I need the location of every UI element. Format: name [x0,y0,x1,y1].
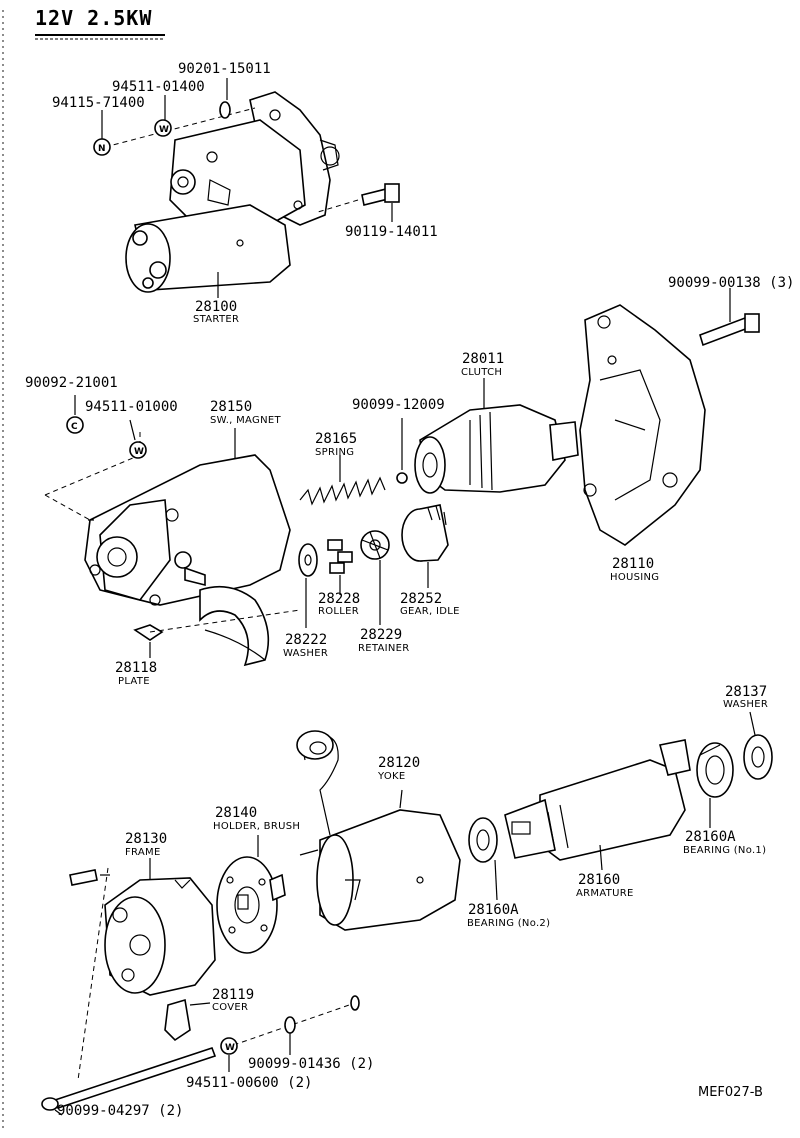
armature-part [504,739,691,861]
part-name-armature: ARMATURE [576,888,634,899]
part-number-28160: 28160 [578,872,621,888]
part-number-28252: 28252 [400,591,443,607]
part-number-90099-04297: 90099-04297 (2) [57,1103,184,1119]
screw-frame [69,869,98,886]
part-number-94511-01400: 94511-01400 [112,79,205,95]
part-name-plate: PLATE [118,676,150,687]
part-name-yoke: YOKE [378,771,406,782]
washer-28137 [743,734,773,780]
part-number-28110: 28110 [612,556,655,572]
bolt-90099-00138 [699,316,749,347]
washer-28222 [298,543,318,577]
part-name-spring: SPRING [315,447,355,458]
part-name-retainer: RETAINER [358,643,410,654]
part-name-gear-idle: GEAR, IDLE [400,606,460,617]
part-number-28118: 28118 [115,660,158,676]
roller-part [327,539,353,574]
part-number-28222: 28222 [285,632,328,648]
part-number-28160a-no1: 28160A [685,829,736,845]
retainer-part [360,530,390,560]
part-name-frame: FRAME [125,847,161,858]
washer-94511-00600-icon [220,1037,238,1055]
part-number-90119-14011: 90119-14011 [345,224,438,240]
part-number-28165: 28165 [315,431,358,447]
washer-mark-1: W [159,125,169,135]
part-number-94511-00600: 94511-00600 (2) [186,1075,313,1091]
part-number-28137: 28137 [725,684,768,700]
part-number-28228: 28228 [318,591,361,607]
part-name-cover: COVER [212,1002,249,1013]
washer-90201-15011 [219,101,231,119]
part-name-roller: ROLLER [318,606,360,617]
diagram-title: 12V 2.5KW [35,6,153,30]
starter-leader-2 [317,199,359,213]
diagram-reference-code: MEF027-B [698,1085,763,1100]
part-number-28100: 28100 [195,299,238,315]
washer-94511-01400-icon [154,119,172,137]
part-number-28150: 28150 [210,399,253,415]
part-name-sw-magnet: SW., MAGNET [210,415,281,426]
idle-gear-part [401,504,449,562]
clutch-part [414,404,579,494]
frame-part [104,877,216,996]
part-number-28011: 28011 [462,351,505,367]
part-name-bearing-no1: BEARING (No.1) [683,845,767,856]
part-number-28130: 28130 [125,831,168,847]
washer-mark-2: W [134,447,144,457]
part-number-90099-01436: 90099-01436 (2) [248,1056,375,1072]
part-name-housing: HOUSING [610,572,660,583]
part-name-holder-brush: HOLDER, BRUSH [213,821,301,832]
switch-leader [44,454,141,521]
bearing-no2-part [468,817,498,863]
part-number-90099-00138: 90099-00138 (3) [668,275,795,291]
washer-94511-01000-icon [129,441,147,459]
cap-90092-21001-icon [66,416,84,434]
part-number-94115-71400: 94115-71400 [52,95,145,111]
spring-part [299,476,386,506]
part-number-90099-12009: 90099-12009 [352,397,445,413]
cover-part [164,998,191,1042]
part-number-28140: 28140 [215,805,258,821]
yoke-part [296,730,461,931]
part-name-washer: WASHER [283,648,329,659]
part-number-90201-15011: 90201-15011 [178,61,271,77]
part-name-clutch: CLUTCH [461,367,503,378]
part-number-28229: 28229 [360,627,403,643]
cap-mark: C [71,422,78,432]
part-number-90092-21001: 90092-21001 [25,375,118,391]
plate-part [133,624,164,641]
washer-90099-01436 [284,1016,296,1034]
brush-holder-part [216,856,286,954]
washer-mark-3: W [225,1043,235,1053]
nut-mark: N [98,144,106,154]
ball-90099-12009 [396,472,408,484]
part-number-28120: 28120 [378,755,421,771]
starter-assembly [125,91,340,293]
part-number-94511-01000: 94511-01000 [85,399,178,415]
housing-part [579,304,706,546]
part-name-starter: STARTER [193,314,240,325]
part-number-28160a-no2: 28160A [468,902,519,918]
part-name-washer-28137: WASHER [723,699,769,710]
bearing-no1-part [696,742,734,798]
part-number-28119: 28119 [212,987,255,1003]
magnet-switch-part [84,454,291,667]
part-name-bearing-no2: BEARING (No.2) [467,918,551,929]
